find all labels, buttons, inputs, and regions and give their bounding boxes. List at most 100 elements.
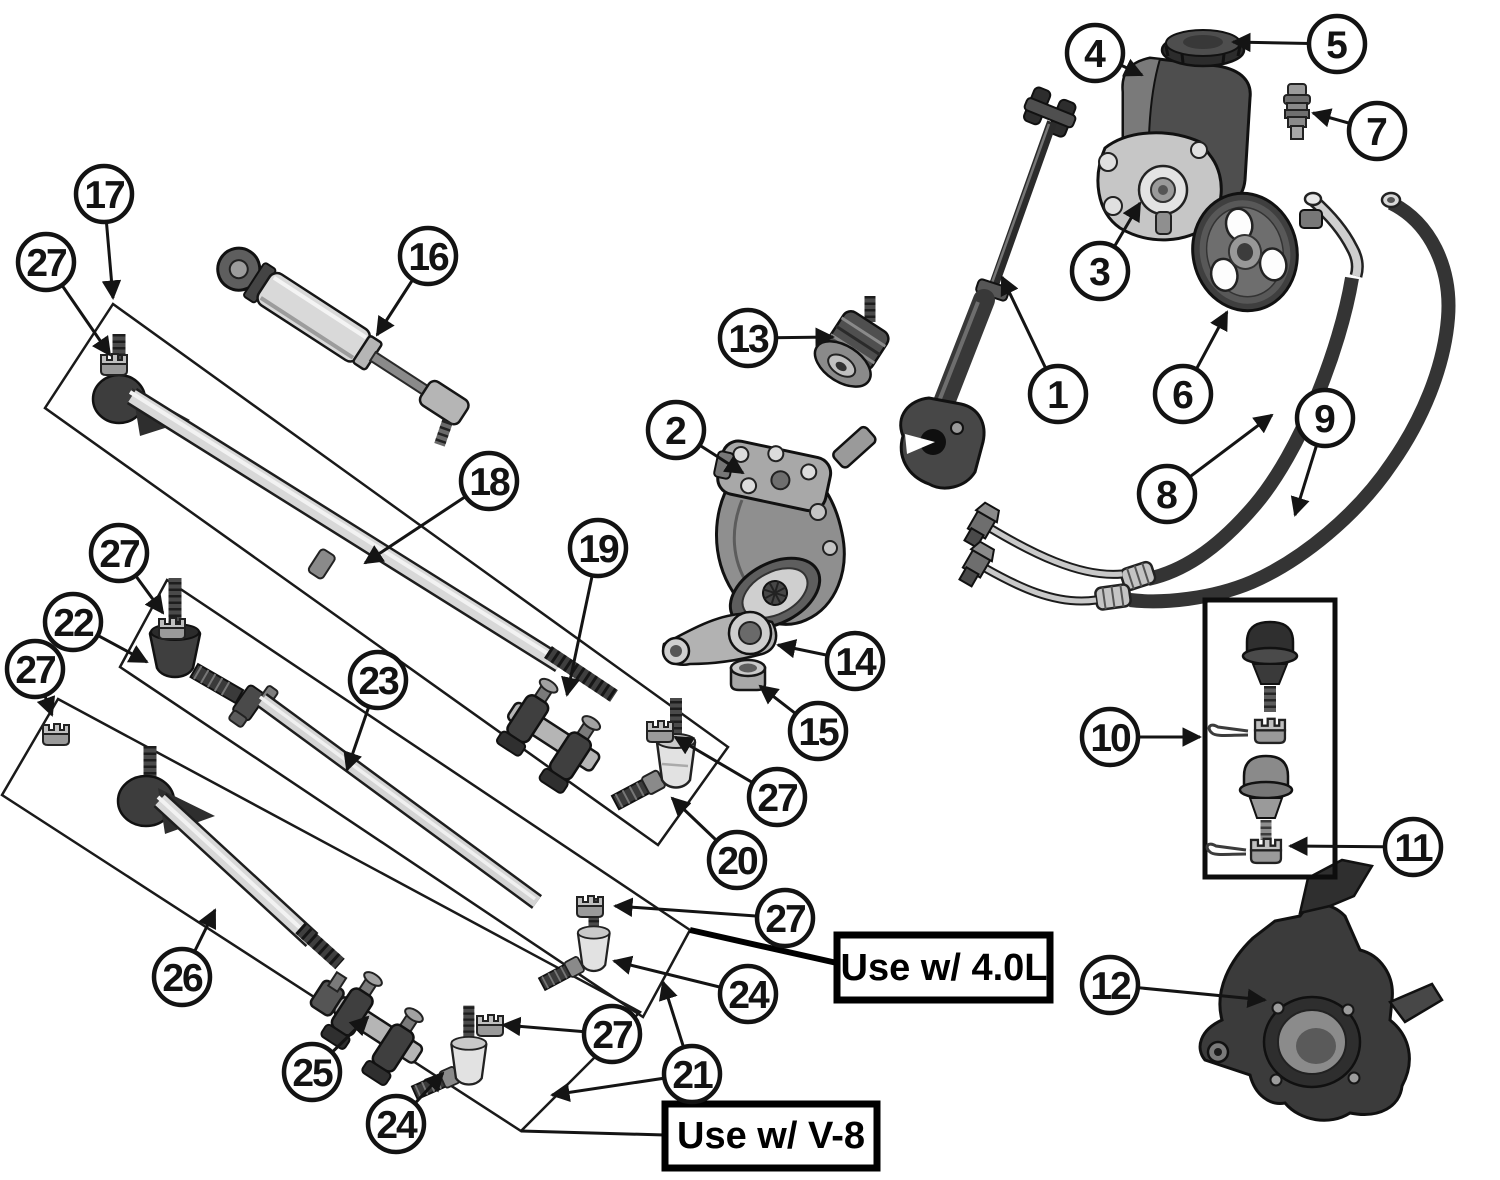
- callout-circle-9[interactable]: [1294, 387, 1356, 449]
- callout-1[interactable]: 1: [1027, 363, 1089, 425]
- callout-9[interactable]: 9: [1294, 387, 1356, 449]
- callout-circle-6[interactable]: [1152, 363, 1214, 425]
- callout-18[interactable]: 18: [458, 450, 520, 512]
- pitman-arm: [661, 610, 778, 667]
- callout-circle-17[interactable]: [73, 163, 135, 225]
- callout-circle-5[interactable]: [1306, 13, 1368, 75]
- callout-circle-22[interactable]: [42, 591, 104, 653]
- callout-number-23: 23: [358, 660, 399, 703]
- callout-number-27: 27: [765, 898, 805, 941]
- callout-22[interactable]: 22: [42, 591, 104, 653]
- ball-joint-lower: [1238, 754, 1294, 840]
- callout-circle-27[interactable]: [746, 766, 808, 828]
- callout-circle-16[interactable]: [397, 225, 459, 287]
- callout-circle-15[interactable]: [787, 700, 849, 762]
- use-with-40l-label: Use w/ 4.0L: [841, 947, 1048, 989]
- callout-number-27: 27: [592, 1014, 632, 1057]
- callout-circle-23[interactable]: [347, 649, 409, 711]
- callout-circle-21[interactable]: [661, 1043, 723, 1105]
- callout-circle-12[interactable]: [1079, 954, 1141, 1016]
- engine-usage-labels: Use w/ 4.0L Use w/ V-8: [661, 931, 1054, 1172]
- callout-number-15: 15: [798, 711, 839, 754]
- callout-circle-27[interactable]: [15, 231, 77, 293]
- callout-5[interactable]: 5: [1306, 13, 1368, 75]
- callout-number-14: 14: [835, 641, 877, 684]
- callout-27[interactable]: 27: [746, 766, 808, 828]
- steering-shaft-coupler: [813, 296, 890, 388]
- callout-27[interactable]: 27: [15, 231, 77, 293]
- steering-damper: [216, 246, 470, 447]
- callout-circle-8[interactable]: [1136, 463, 1198, 525]
- callout-circle-1[interactable]: [1027, 363, 1089, 425]
- callout-16[interactable]: 16: [397, 225, 459, 287]
- callout-12[interactable]: 12: [1079, 954, 1141, 1016]
- castle-nut-27-f: [476, 1014, 504, 1037]
- callout-11[interactable]: 11: [1382, 816, 1444, 878]
- callout-number-24: 24: [376, 1104, 418, 1147]
- callout-19[interactable]: 19: [567, 517, 629, 579]
- callout-24[interactable]: 24: [717, 963, 779, 1025]
- callout-26[interactable]: 26: [151, 946, 213, 1008]
- callout-circle-27[interactable]: [88, 522, 150, 584]
- callout-circle-2[interactable]: [645, 399, 707, 461]
- callout-23[interactable]: 23: [347, 649, 409, 711]
- callout-14[interactable]: 14: [824, 630, 886, 692]
- callout-number-4: 4: [1084, 33, 1106, 76]
- callout-number-6: 6: [1172, 374, 1194, 417]
- callout-13[interactable]: 13: [717, 307, 779, 369]
- callout-27[interactable]: 27: [4, 638, 66, 700]
- castle-nut-upper-in-box: [1253, 717, 1287, 745]
- use-with-v8-label: Use w/ V-8: [677, 1115, 865, 1157]
- callout-circle-18[interactable]: [458, 450, 520, 512]
- callout-circle-24[interactable]: [365, 1093, 427, 1155]
- callout-25[interactable]: 25: [281, 1041, 343, 1103]
- callout-17[interactable]: 17: [73, 163, 135, 225]
- callout-number-5: 5: [1326, 24, 1348, 67]
- ball-joint-upper: [1241, 620, 1299, 712]
- callout-3[interactable]: 3: [1069, 240, 1131, 302]
- callout-number-26: 26: [162, 957, 203, 1000]
- callout-10[interactable]: 10: [1079, 706, 1141, 768]
- callout-circle-27[interactable]: [754, 887, 816, 949]
- callout-circle-24[interactable]: [717, 963, 779, 1025]
- callout-27[interactable]: 27: [88, 522, 150, 584]
- callout-circle-19[interactable]: [567, 517, 629, 579]
- tie-rod-end-22: [148, 578, 245, 705]
- callout-4[interactable]: 4: [1064, 22, 1126, 84]
- callout-circle-27[interactable]: [581, 1003, 643, 1065]
- callout-circle-26[interactable]: [151, 946, 213, 1008]
- callout-21[interactable]: 21: [661, 1043, 723, 1105]
- callout-number-7: 7: [1366, 111, 1388, 154]
- callout-number-27: 27: [99, 533, 139, 576]
- power-steering-return-hose: [958, 191, 1456, 611]
- callout-number-21: 21: [672, 1054, 713, 1097]
- callout-7[interactable]: 7: [1346, 100, 1408, 162]
- callout-circle-13[interactable]: [717, 307, 779, 369]
- callout-15[interactable]: 15: [787, 700, 849, 762]
- callout-20[interactable]: 20: [706, 829, 768, 891]
- callout-circle-4[interactable]: [1064, 22, 1126, 84]
- callout-24[interactable]: 24: [365, 1093, 427, 1155]
- callout-circle-11[interactable]: [1382, 816, 1444, 878]
- castle-nut-27-b: [158, 617, 186, 640]
- callout-27[interactable]: 27: [581, 1003, 643, 1065]
- callout-2[interactable]: 2: [645, 399, 707, 461]
- callout-circle-27[interactable]: [4, 638, 66, 700]
- callout-8[interactable]: 8: [1136, 463, 1198, 525]
- callout-circle-3[interactable]: [1069, 240, 1131, 302]
- callout-circle-14[interactable]: [824, 630, 886, 692]
- callout-number-1: 1: [1047, 374, 1069, 417]
- callout-circle-20[interactable]: [706, 829, 768, 891]
- tie-rod-v8: [116, 746, 345, 970]
- callout-circle-25[interactable]: [281, 1041, 343, 1103]
- callout-circle-10[interactable]: [1079, 706, 1141, 768]
- castle-nut-lower-in-box: [1249, 837, 1283, 865]
- steering-shaft: [899, 86, 1077, 490]
- callout-27[interactable]: 27: [754, 887, 816, 949]
- callout-6[interactable]: 6: [1152, 363, 1214, 425]
- tie-rod-adjuster-25: [309, 970, 424, 1086]
- group-outline-drag-link-assembly: [43, 302, 730, 847]
- callout-circle-7[interactable]: [1346, 100, 1408, 162]
